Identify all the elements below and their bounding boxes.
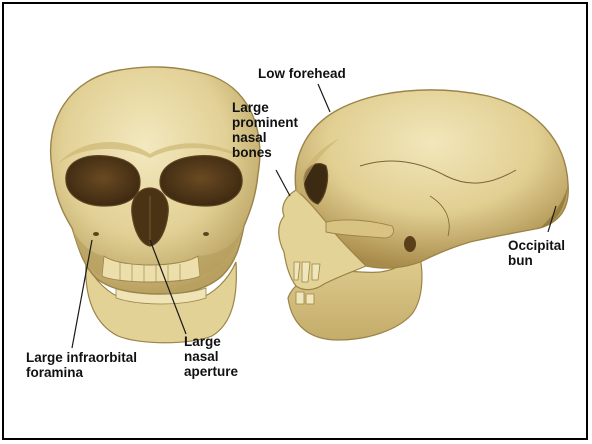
label-nasal-aperture-line: Large: [184, 334, 238, 349]
label-nasal-bones-line: nasal: [232, 130, 298, 145]
label-infraorbital-line: Large infraorbital: [26, 350, 137, 365]
label-occipital-bun-line: bun: [508, 253, 565, 268]
label-low-forehead-text: Low forehead: [258, 66, 346, 81]
right-orbit: [160, 156, 242, 206]
label-infraorbital-line: foramina: [26, 365, 137, 380]
label-low-forehead: Low forehead: [258, 66, 346, 81]
frontal-skull: [51, 67, 260, 343]
leader-low-forehead: [318, 84, 330, 112]
label-nasal-aperture: Large nasal aperture: [184, 334, 238, 379]
left-orbit: [66, 156, 140, 206]
label-occipital-bun: Occipital bun: [508, 238, 565, 268]
leader-nasal-bones: [276, 170, 290, 196]
label-nasal-aperture-line: aperture: [184, 364, 238, 379]
label-infraorbital-foramina: Large infraorbital foramina: [26, 350, 137, 380]
label-nasal-bones-line: prominent: [232, 115, 298, 130]
lateral-skull: [279, 90, 569, 340]
label-nasal-aperture-line: nasal: [184, 349, 238, 364]
label-nasal-bones-line: Large: [232, 100, 298, 115]
label-occipital-bun-line: Occipital: [508, 238, 565, 253]
label-nasal-bones: Large prominent nasal bones: [232, 100, 298, 160]
label-nasal-bones-line: bones: [232, 145, 298, 160]
